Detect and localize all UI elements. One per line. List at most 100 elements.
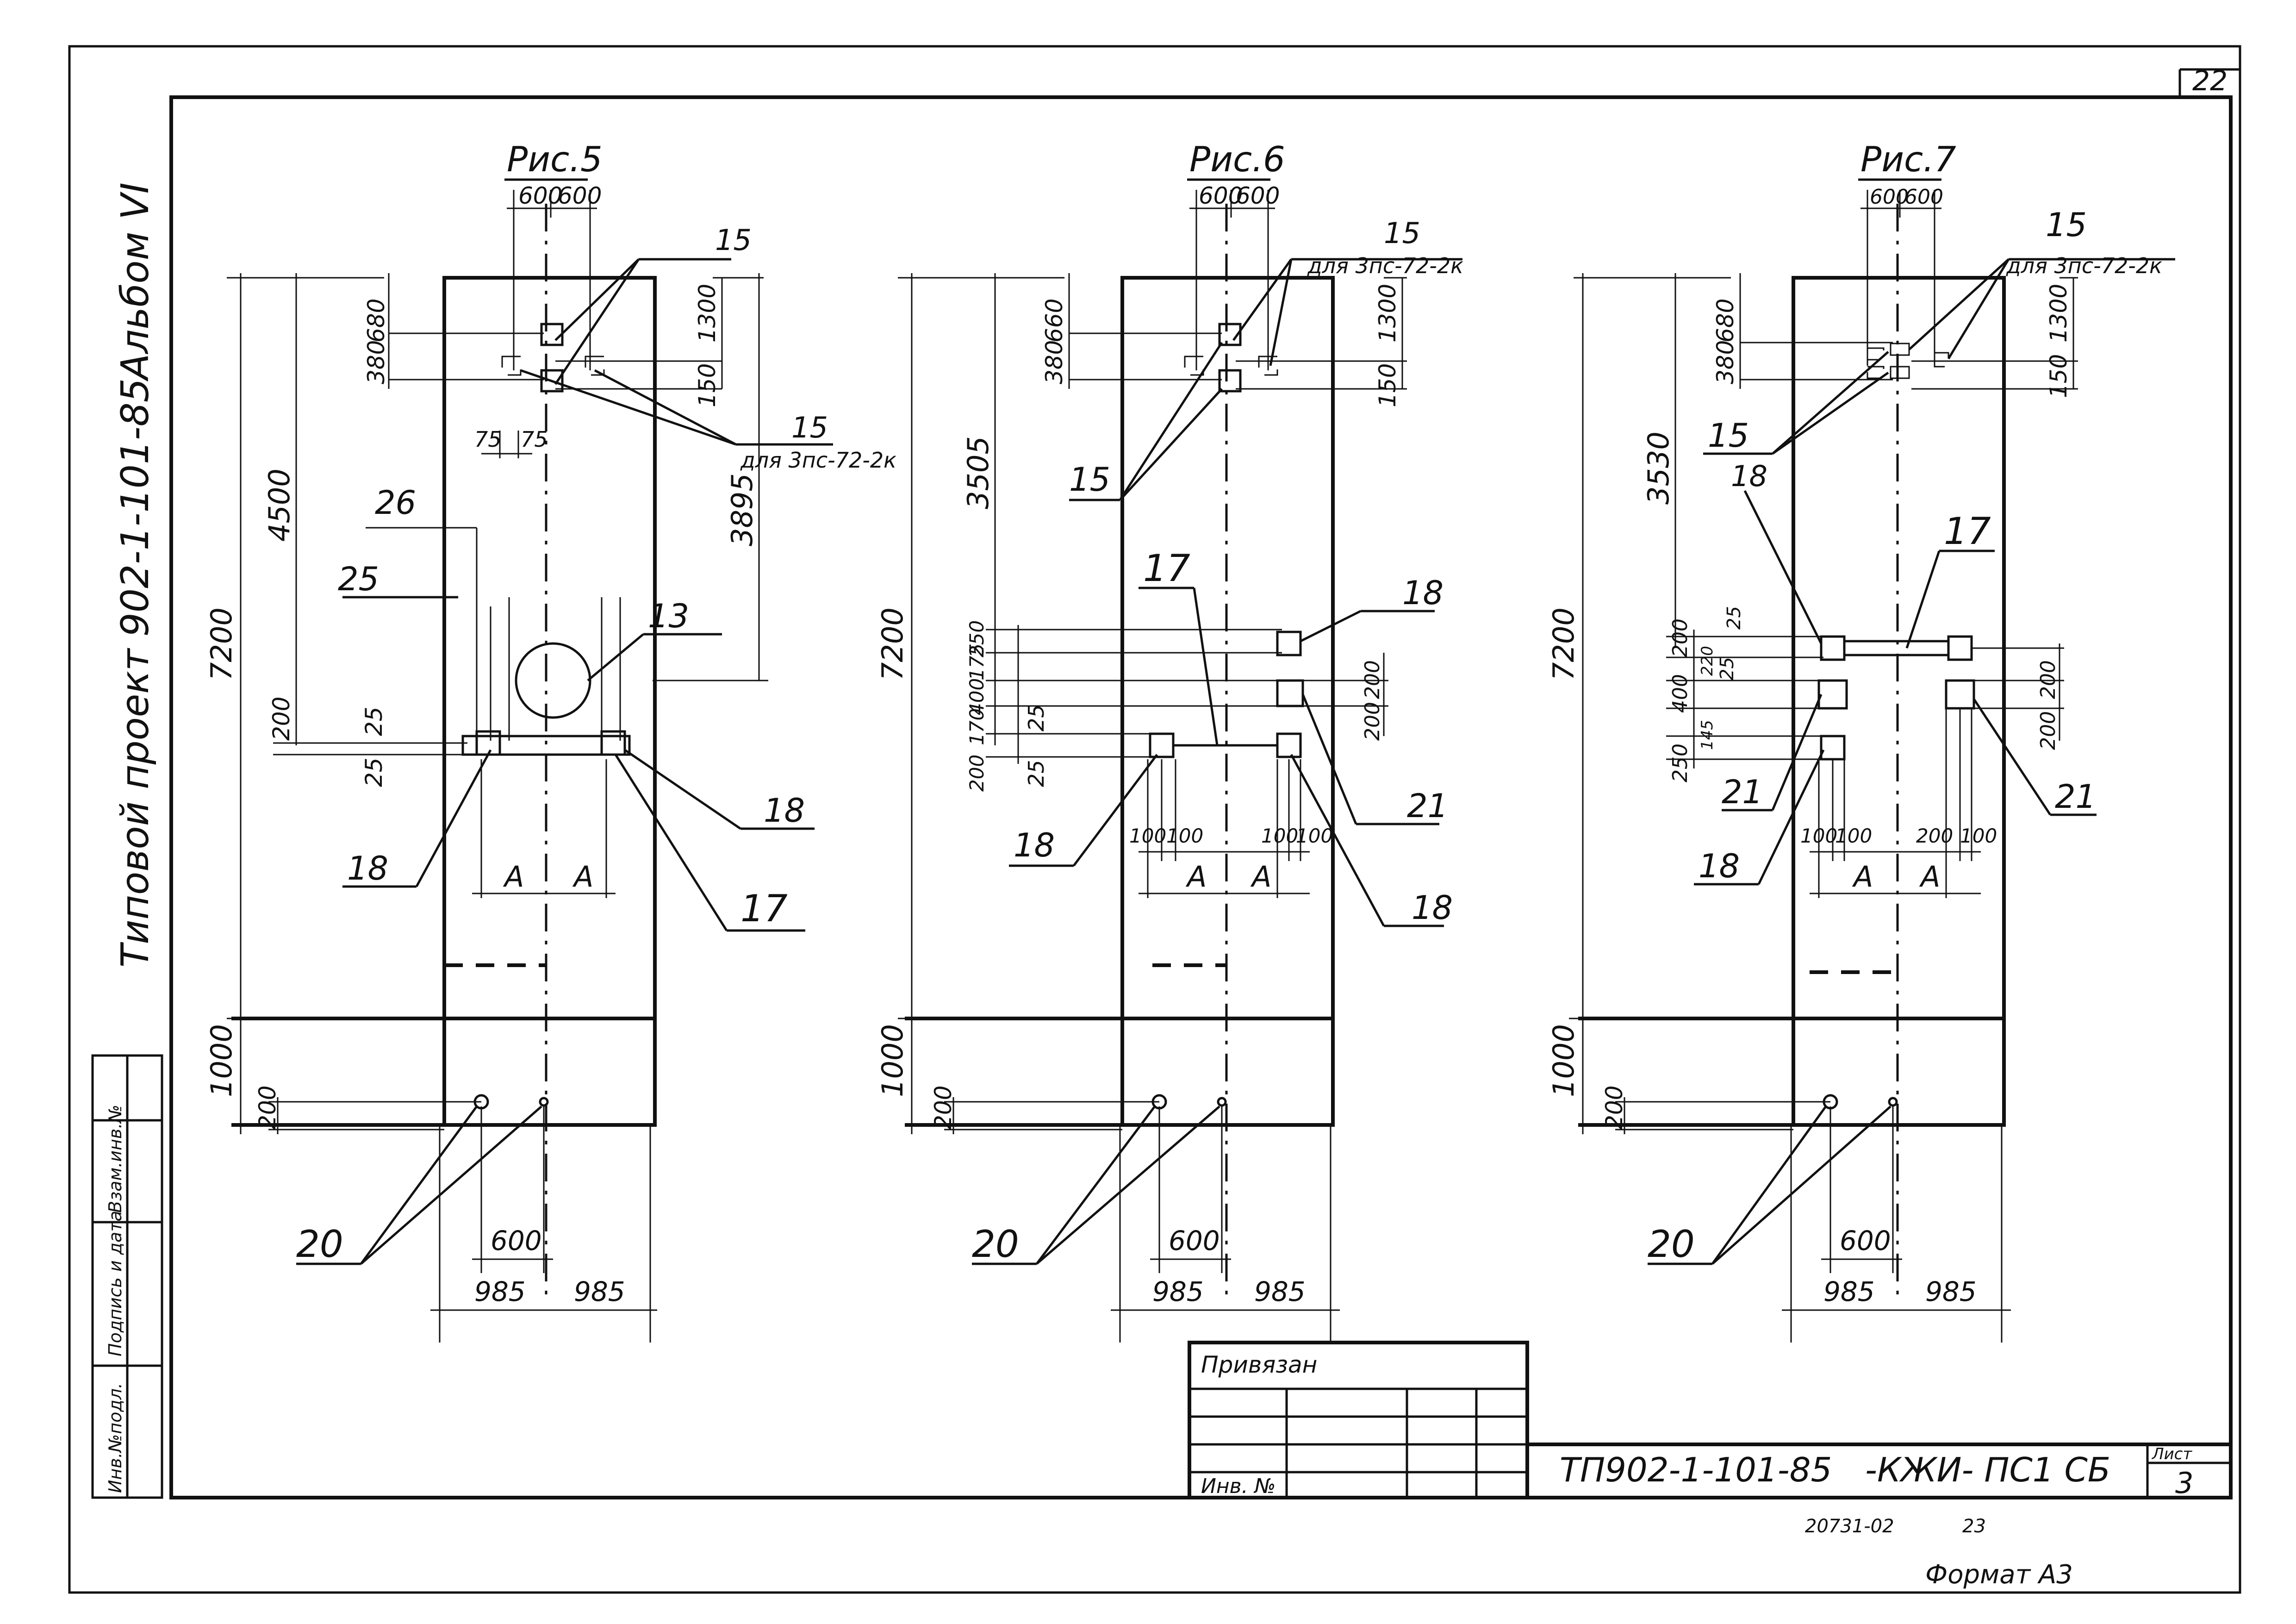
fig5-dim-A-right: А (572, 860, 593, 893)
fig6-dim-1000: 1000 (876, 1024, 909, 1097)
fig6-dim-400: 400 (965, 678, 988, 715)
fig7-dim-680: 680 (1712, 299, 1739, 343)
fig5-callout-15b: 15 (791, 411, 828, 444)
document-code: ТП902-1-101-85 (1560, 1450, 1832, 1489)
fig7-callout-18-bottom: 18 (1699, 847, 1740, 885)
fig7-callout-20: 20 (1648, 1223, 1695, 1266)
fig6-dim-7200: 7200 (876, 607, 909, 681)
fig7-dim-top-right: 600 (1904, 185, 1943, 209)
fig7-dim-25b: 25 (1717, 657, 1738, 681)
fig7-dim-1300: 1300 (2045, 284, 2072, 343)
side-stamp-replace: Взам.инв.№ (105, 1105, 125, 1213)
fig6-dim-A-left: А (1185, 860, 1207, 893)
fig6-callout-18-left: 18 (1014, 826, 1055, 864)
fig7-dim-220: 220 (1698, 646, 1717, 676)
fig7-callout-17: 17 (1944, 510, 1991, 553)
fig6-dim-600: 600 (1169, 1225, 1220, 1256)
fig6-dim-1300: 1300 (1374, 284, 1401, 343)
fig5-dim-150: 150 (694, 363, 721, 407)
fig5-dim-top-left: 600 (518, 182, 562, 209)
fig6-dim-right-200a: 200 (1361, 660, 1384, 699)
side-title-block: Типовой проект 902-1-101-85 Альбом VI (113, 182, 157, 968)
fig5-dim-985a: 985 (474, 1276, 526, 1307)
fig6-callout-15b: 15 (1069, 461, 1110, 499)
fig7-callout-15b: 15 (1708, 417, 1749, 455)
fig7-dim-right-200a: 200 (2036, 660, 2060, 699)
fig5-dim-200b: 200 (254, 1086, 281, 1130)
fig6-dim-100a: 100 (1129, 824, 1166, 847)
fig6-dim-3505: 3505 (961, 436, 995, 509)
fig6-dim-A-right: А (1250, 860, 1271, 893)
fig6-dim-380: 380 (1041, 340, 1068, 384)
fig6-dim-100d: 100 (1296, 824, 1333, 847)
figure-6-title: Рис.6 (1189, 139, 1285, 180)
fig5-dim-985b: 985 (574, 1276, 625, 1307)
fig7-dim-400: 400 (1668, 674, 1692, 713)
fig6-dim-175: 175 (965, 643, 988, 681)
fig6-callout-21: 21 (1407, 787, 1448, 825)
fig5-callout-18-left: 18 (347, 849, 388, 887)
fig5-dim-25b: 25 (361, 757, 387, 787)
fig7-dim-25a: 25 (1724, 606, 1745, 630)
title-block: Привязан Инв. № ТП902-1-101-85 -КЖИ- ПС1… (1188, 1341, 2231, 1500)
figure-5 (227, 190, 833, 1343)
inventory-label: Инв. № (1201, 1474, 1276, 1498)
fig5-dim-A-left: А (503, 860, 524, 893)
fig5-dim-1300: 1300 (694, 284, 721, 343)
side-project-title: Типовой проект 902-1-101-85 (113, 378, 157, 968)
fig7-dim-7200: 7200 (1547, 607, 1580, 681)
fig6-dim-top-right: 600 (1236, 182, 1280, 209)
fig6-dim-170: 170 (965, 708, 988, 745)
fig7-callout-21-left: 21 (1722, 773, 1763, 811)
fig6-dim-25b: 25 (1024, 760, 1049, 787)
fig6-dim-25a: 25 (1024, 704, 1049, 731)
fig5-callout-25: 25 (338, 560, 379, 598)
fig7-dim-250: 250 (1668, 743, 1692, 782)
fig7-dim-A-right: А (1919, 860, 1940, 893)
linked-label: Привязан (1201, 1351, 1317, 1378)
fig7-dim-top-left: 600 (1870, 185, 1909, 209)
fig5-dim-3895: 3895 (725, 473, 759, 546)
fig5-dim-200: 200 (268, 697, 295, 741)
fig5-dim-25a: 25 (361, 706, 387, 736)
fig5-dim-7200: 7200 (205, 607, 238, 681)
fig7-dim-985b: 985 (1925, 1276, 1977, 1307)
fig6-dim-150: 150 (1374, 363, 1401, 407)
fig5-dim-380: 380 (363, 340, 390, 384)
fig7-dim-380: 380 (1712, 340, 1739, 384)
fig5-dim-4500: 4500 (262, 468, 296, 542)
side-album-label: Альбом VI (113, 182, 157, 382)
fig6-dim-660: 660 (1041, 299, 1068, 343)
fig7-dim-3530: 3530 (1642, 431, 1675, 505)
fig6-dim-right-200b: 200 (1361, 702, 1384, 741)
fig7-dim-A-left: А (1852, 860, 1873, 893)
fig5-dim-top-right: 600 (558, 182, 602, 209)
fig5-dim-1000: 1000 (205, 1024, 238, 1097)
format-label: Формат А3 (1925, 1560, 2073, 1590)
fig6-callout-17: 17 (1143, 547, 1190, 590)
fig7-dim-150: 150 (2045, 354, 2072, 398)
figure-6 (898, 190, 1462, 1343)
fig6-callout-18-top: 18 (1402, 574, 1444, 612)
fig6-callout-18-right: 18 (1412, 889, 1453, 927)
fig5-callout-18-right: 18 (764, 792, 805, 830)
fig5-callout-20: 20 (296, 1223, 343, 1266)
document-suffix: -КЖИ- ПС1 СБ (1865, 1450, 2110, 1489)
figure-5-title: Рис.5 (507, 139, 603, 180)
fig5-dim-600: 600 (491, 1225, 542, 1256)
fig7-dim-100a: 100 (1800, 824, 1837, 847)
sheet-label: Лист (2151, 1445, 2192, 1463)
fig6-dim-100b: 100 (1166, 824, 1203, 847)
fig6-callout-15a-note: для 3пс-72-2к (1307, 253, 1463, 278)
corner-sheet-number: 22 (2192, 65, 2228, 97)
fig7-dim-145: 145 (1698, 720, 1717, 750)
figure-7 (1569, 190, 2175, 1343)
fig6-dim-985b: 985 (1254, 1276, 1306, 1307)
fig6-dim-200: 200 (965, 755, 988, 792)
fig5-dim-75a: 75 (474, 427, 502, 452)
fig6-dim-top-left: 600 (1199, 182, 1243, 209)
fig5-dim-680: 680 (363, 299, 390, 343)
fig6-dim-200b: 200 (930, 1086, 957, 1130)
fig7-dim-100b: 100 (1835, 824, 1872, 847)
side-stamp-inv: Инв.№подл. (105, 1383, 125, 1493)
